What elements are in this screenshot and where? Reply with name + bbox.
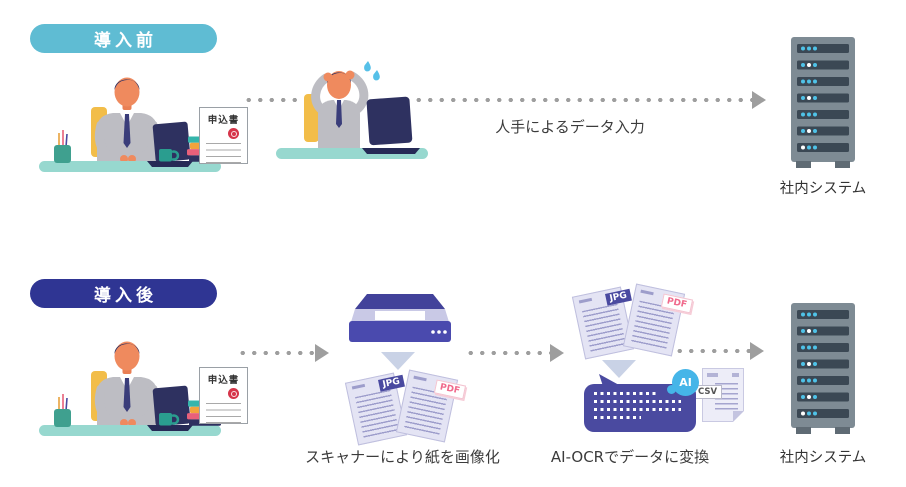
- arrow-right-icon: [550, 344, 564, 362]
- application-form-document: 申込書: [199, 107, 248, 164]
- application-form-title: 申込書: [207, 375, 240, 386]
- transfer-step-dotted-line: [674, 348, 750, 354]
- page-fold: [733, 411, 744, 422]
- scan-step-dotted-line: [237, 350, 315, 356]
- scanner-caption: スキャナーにより紙を画像化: [305, 448, 500, 466]
- data-row: [594, 392, 656, 395]
- server-label: 社内システム: [779, 181, 867, 197]
- ai-badge-icon: AI: [667, 369, 699, 396]
- csv-file-icon: CSV: [693, 368, 744, 422]
- arrow-right-icon: [752, 91, 766, 109]
- scanned-image-files: JPG PDF: [344, 369, 467, 446]
- arrow-down-icon: [602, 360, 636, 378]
- after-badge: 導入後: [30, 279, 217, 308]
- server-icon: [790, 303, 856, 435]
- ocr-caption: AI-OCRでデータに変換: [550, 448, 710, 466]
- arrow-down-icon: [381, 352, 415, 370]
- data-row: [594, 416, 642, 419]
- image-file-page: JPG: [571, 286, 635, 360]
- worker-at-desk-illustration: [35, 73, 225, 173]
- ocr-input-files: JPG PDF: [571, 283, 694, 360]
- scanner-icon: [349, 294, 451, 342]
- server-label: 社内システム: [779, 450, 867, 466]
- jpg-badge: JPG: [604, 288, 632, 306]
- manual-entry-label: 人手によるデータ入力: [495, 118, 645, 136]
- before-badge: 導入前: [30, 24, 217, 53]
- manual-flow-dotted-line: [243, 97, 315, 103]
- application-form-document: 申込書: [199, 367, 248, 424]
- data-row: [594, 400, 682, 403]
- red-seal-icon: [228, 128, 239, 139]
- ocr-step-dotted-line: [465, 350, 550, 356]
- stressed-worker-illustration: [276, 58, 431, 160]
- ai-ocr-data-bubble: AI: [584, 369, 699, 432]
- application-form-title: 申込書: [207, 115, 240, 126]
- arrow-right-icon: [750, 342, 764, 360]
- jpg-badge: JPG: [377, 374, 405, 392]
- data-row: [594, 408, 682, 411]
- image-file-page: JPG: [344, 372, 408, 446]
- form-text-lines: [206, 143, 241, 164]
- image-file-page: PDF: [622, 283, 694, 357]
- red-seal-icon: [228, 388, 239, 399]
- form-text-lines: [206, 403, 241, 424]
- image-file-page: PDF: [395, 369, 467, 443]
- worker-at-desk-illustration: [35, 337, 225, 437]
- server-icon: [790, 37, 856, 169]
- manual-flow-dotted-line: [390, 97, 752, 103]
- arrow-right-icon: [315, 344, 329, 362]
